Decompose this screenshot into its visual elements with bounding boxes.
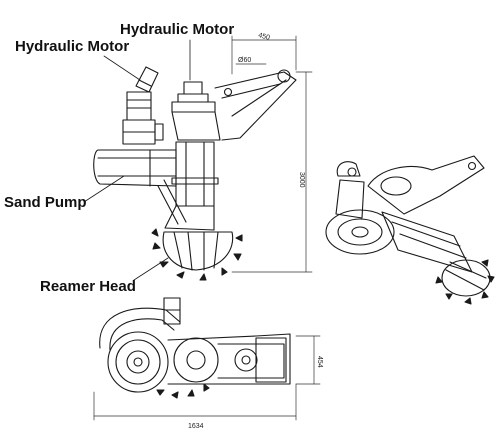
side-view bbox=[93, 35, 313, 281]
label-hydraulic-motor-left: Hydraulic Motor bbox=[15, 38, 130, 55]
side-view-dimensions bbox=[231, 35, 313, 273]
label-hydraulic-motor-top: Hydraulic Motor bbox=[120, 21, 235, 38]
isometric-view bbox=[325, 155, 495, 305]
callout-leaders bbox=[83, 39, 191, 281]
top-hydraulic-motor bbox=[171, 69, 297, 141]
sand-pump-body bbox=[93, 149, 177, 187]
dim-bottom-length: 1634 bbox=[188, 423, 204, 430]
reamer-head-side bbox=[151, 228, 243, 281]
plan-view bbox=[93, 297, 321, 421]
dim-top-width: 450 bbox=[258, 32, 271, 42]
left-hydraulic-motor bbox=[122, 66, 164, 145]
dim-pivot-hole: Ø60 bbox=[238, 57, 251, 64]
label-sand-pump: Sand Pump bbox=[4, 194, 87, 211]
dim-bottom-height: 454 bbox=[316, 356, 323, 368]
column bbox=[157, 141, 219, 231]
label-reamer-head: Reamer Head bbox=[40, 278, 136, 295]
dim-height: 3000 bbox=[298, 172, 305, 188]
